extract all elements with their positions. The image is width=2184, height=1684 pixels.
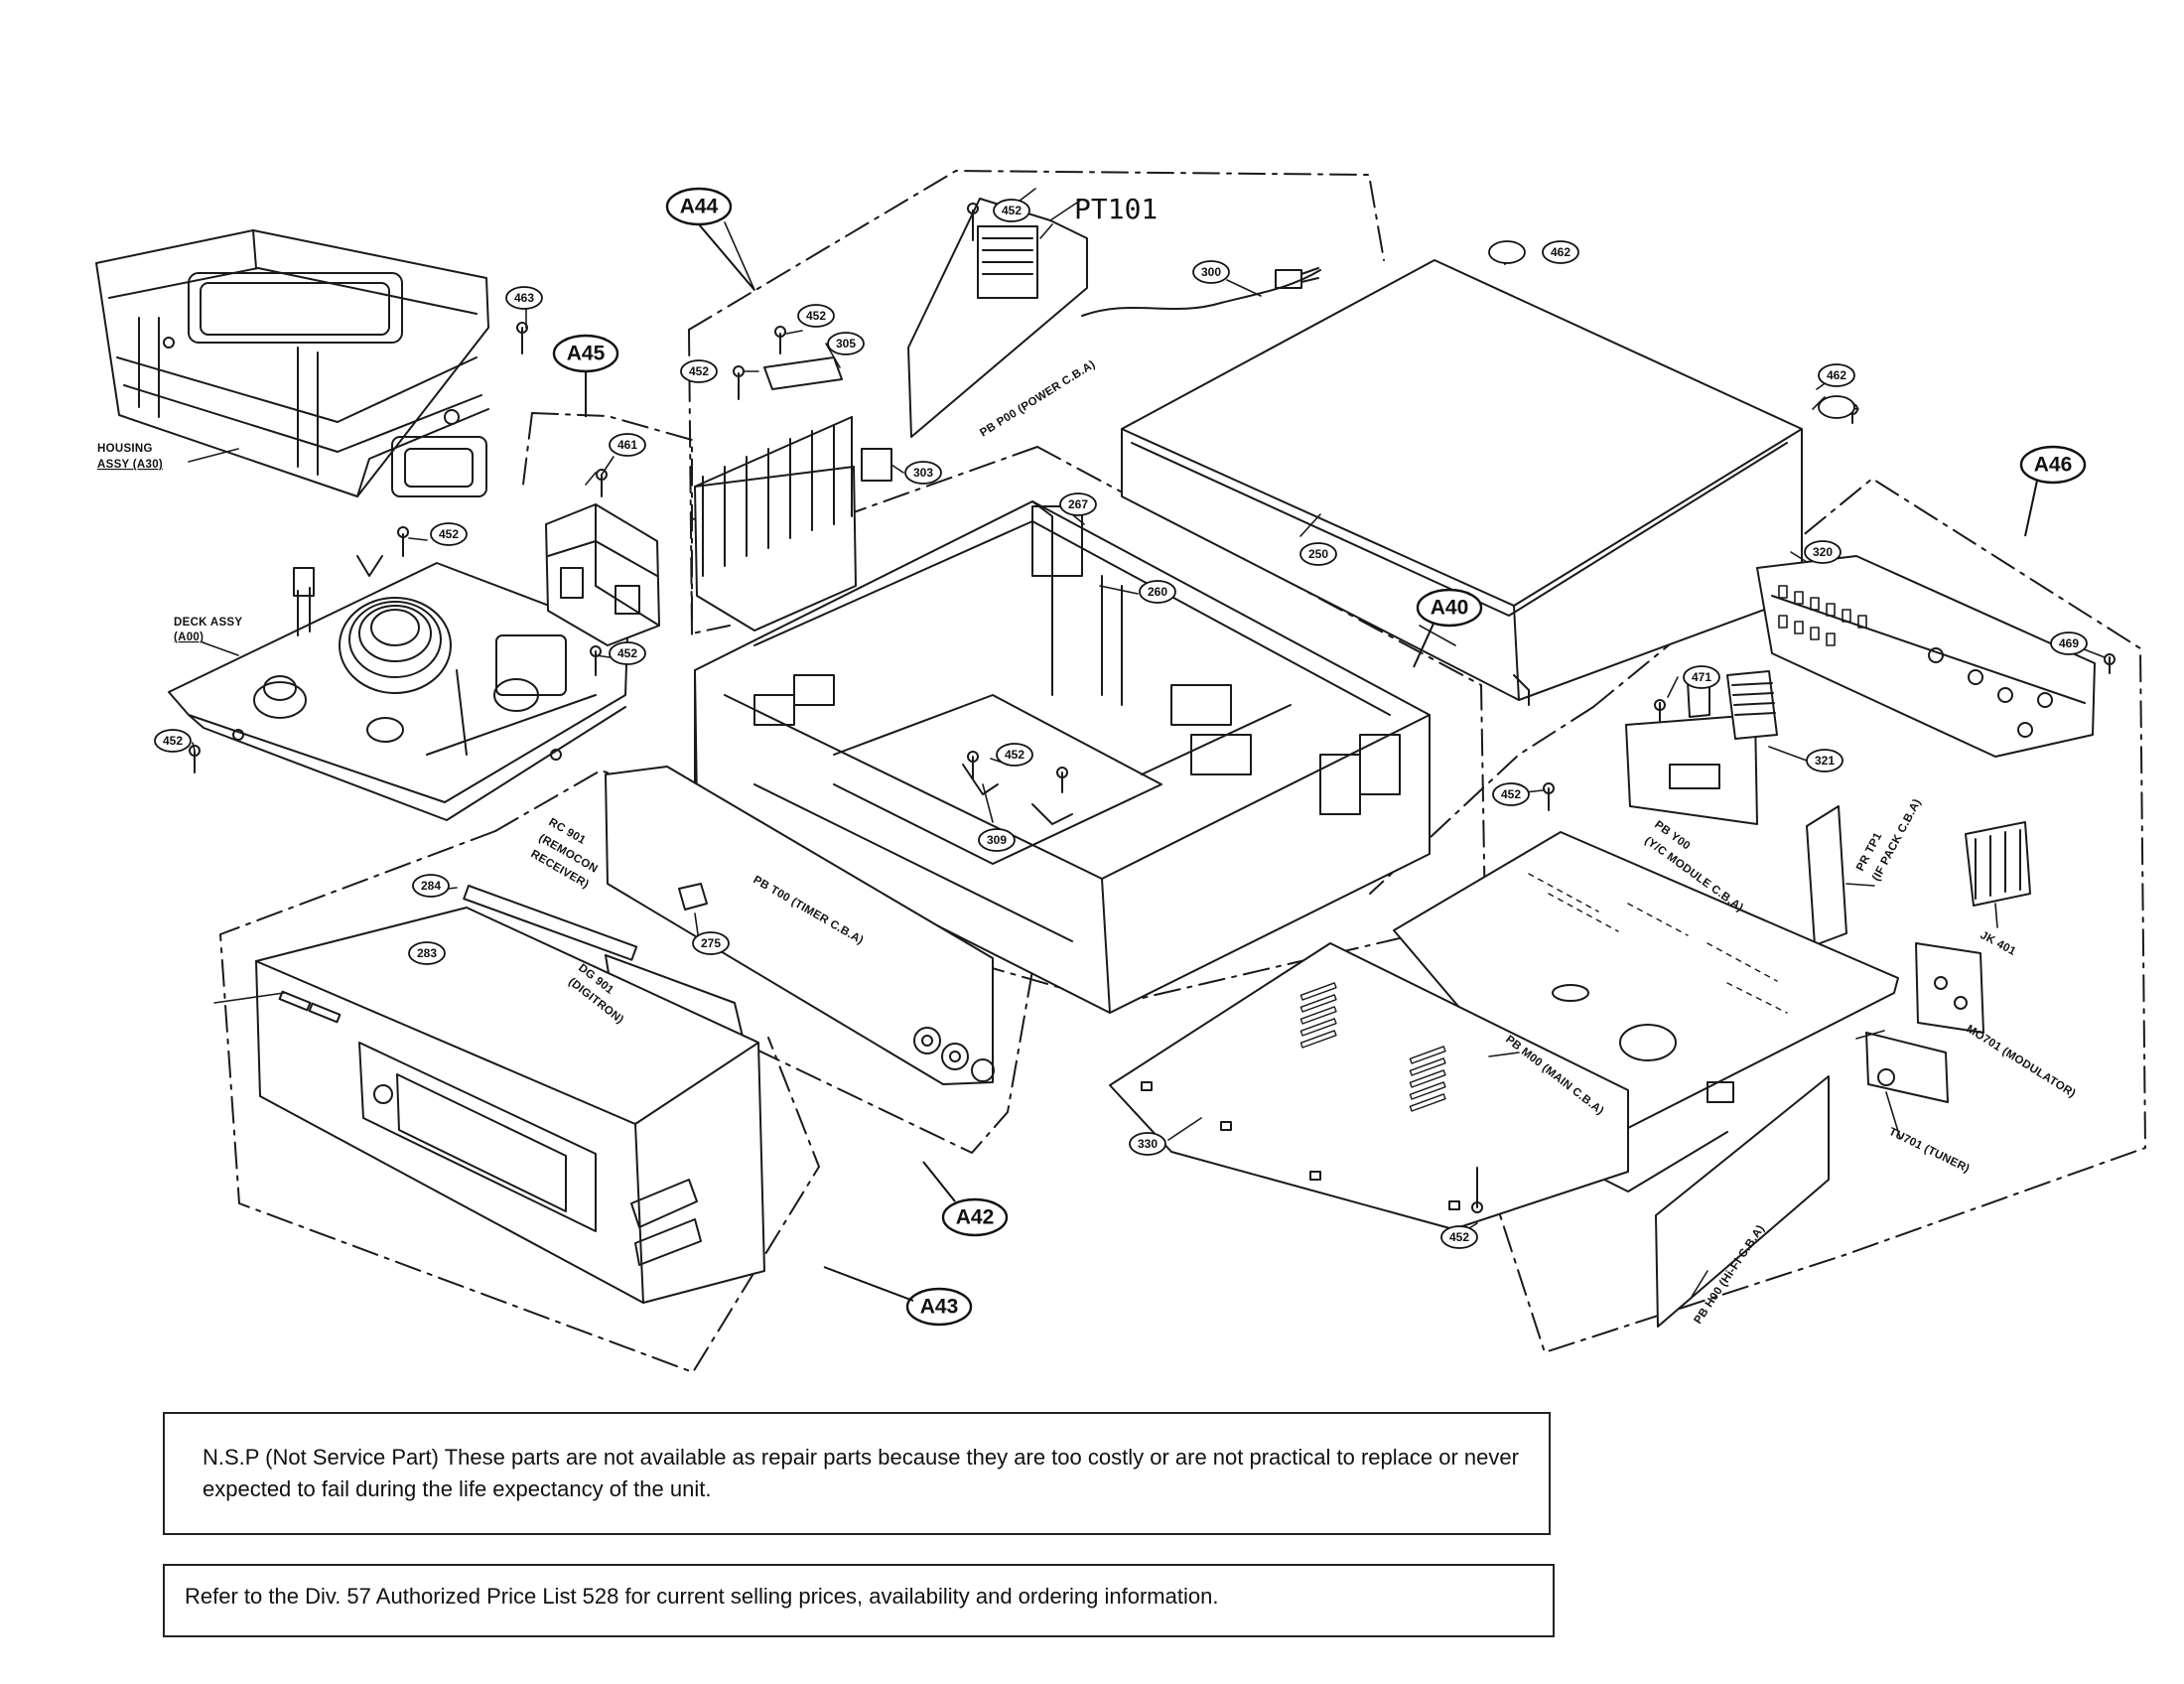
outline-a43 <box>219 830 820 1373</box>
chassis-drawing <box>694 500 1431 1014</box>
label-housing-1: HOUSING <box>97 443 153 455</box>
callout-a45: A45 <box>567 343 606 365</box>
label-tuner: TU701 (TUNER) <box>1887 1126 1972 1176</box>
hifi-cba-drawing <box>1655 1075 1830 1328</box>
callout-a40: A40 <box>1431 597 1469 620</box>
part-452: 452 <box>806 309 826 323</box>
part-463: 463 <box>514 291 534 305</box>
part-452: 452 <box>1002 204 1022 217</box>
outline-a46 <box>1490 478 2146 1353</box>
part-number-circles <box>154 199 2088 1249</box>
outline-a42 <box>494 770 1042 1154</box>
part-462: 462 <box>1827 368 1846 382</box>
part-260: 260 <box>1148 585 1167 599</box>
module-components-drawing <box>1806 805 2031 1103</box>
part-267: 267 <box>1068 497 1088 511</box>
callout-a42: A42 <box>956 1206 995 1229</box>
part-250: 250 <box>1308 547 1328 561</box>
part-300: 300 <box>1201 265 1221 279</box>
deck-assy-drawing <box>168 555 628 821</box>
part-320: 320 <box>1813 545 1833 559</box>
part-452: 452 <box>163 734 183 748</box>
part-284: 284 <box>421 879 441 893</box>
label-housing-2: ASSY (A30) <box>97 459 163 471</box>
part-471: 471 <box>1692 670 1711 684</box>
part-452: 452 <box>1005 748 1024 762</box>
rear-panel-drawing <box>1756 555 2096 758</box>
label-deck-2: (A00) <box>174 632 204 643</box>
label-modulator: MO701 (MODULATOR) <box>1964 1023 2077 1100</box>
callout-a42-bubble <box>941 1197 1009 1237</box>
heatsink-assembly-drawing <box>694 198 1321 632</box>
part-309: 309 <box>987 833 1007 847</box>
bracket-461-drawing <box>545 503 660 646</box>
nsp-note: N.S.P (Not Service Part) These parts are… <box>163 1412 1551 1535</box>
front-panel-drawing <box>255 885 765 1304</box>
callout-a44: A44 <box>680 196 719 218</box>
part-452: 452 <box>439 527 459 541</box>
part-330: 330 <box>1138 1137 1158 1151</box>
label-deck-1: DECK ASSY <box>174 617 242 629</box>
part-303: 303 <box>913 466 933 480</box>
part-452: 452 <box>689 364 709 378</box>
part-452: 452 <box>1449 1230 1469 1244</box>
part-275: 275 <box>701 936 721 950</box>
callout-a43: A43 <box>920 1296 959 1319</box>
label-power-cba: PB P00 (POWER C.B.A) <box>978 358 1097 439</box>
housing-assy-drawing <box>95 229 489 497</box>
callout-a46: A46 <box>2034 454 2073 477</box>
part-305: 305 <box>836 337 856 351</box>
label-pt101: PT101 <box>1074 193 1158 225</box>
outline-a44 <box>688 170 1385 331</box>
part-452: 452 <box>617 646 637 660</box>
part-462: 462 <box>1551 245 1570 259</box>
bottom-plate-drawing <box>1109 942 1629 1230</box>
outline-a45 <box>531 412 693 636</box>
callout-bubbles <box>552 187 2087 1327</box>
nsp-note-text: N.S.P (Not Service Part) These parts are… <box>203 1445 1519 1501</box>
part-321: 321 <box>1815 754 1835 768</box>
callout-a46-bubble <box>2019 445 2087 485</box>
part-469: 469 <box>2059 636 2079 650</box>
callout-a40-bubble <box>1416 588 1483 628</box>
price-list-note: Refer to the Div. 57 Authorized Price Li… <box>163 1564 1555 1637</box>
label-jk401: JK 401 <box>1979 929 2018 958</box>
callout-a43-bubble <box>905 1287 973 1327</box>
part-461: 461 <box>617 438 637 452</box>
part-283: 283 <box>417 946 437 960</box>
price-list-note-text: Refer to the Div. 57 Authorized Price Li… <box>185 1584 1219 1609</box>
yc-module-drawing <box>1625 670 1778 825</box>
part-452: 452 <box>1501 787 1521 801</box>
